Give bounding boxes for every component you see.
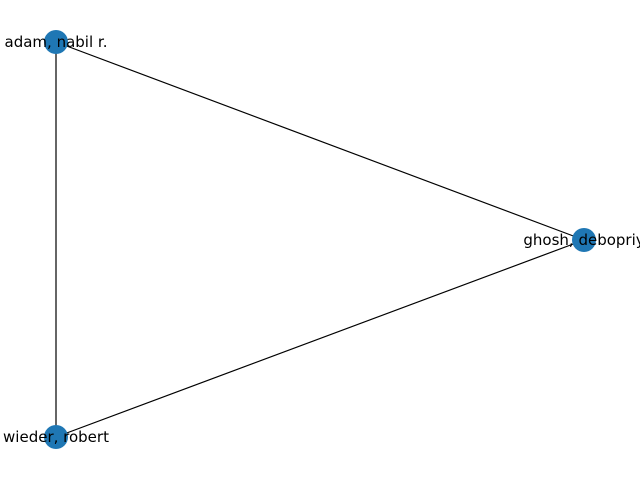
- node-wieder: wieder, robert: [3, 425, 109, 449]
- node-ghosh-marker: [572, 228, 596, 252]
- node-wieder-label: wieder, robert: [3, 428, 109, 446]
- node-ghosh-label: ghosh, debopriy: [523, 231, 640, 249]
- nodes-layer: adam, nabil r. ghosh, debopriy wieder, r…: [3, 30, 640, 449]
- node-wieder-marker: [44, 425, 68, 449]
- edges-layer: [55, 41, 585, 438]
- node-adam: adam, nabil r.: [5, 30, 108, 54]
- node-adam-label: adam, nabil r.: [5, 33, 108, 51]
- edge-ghosh-wieder: [55, 239, 585, 438]
- edge-adam-ghosh: [55, 41, 585, 241]
- node-ghosh: ghosh, debopriy: [523, 228, 640, 252]
- node-adam-marker: [44, 30, 68, 54]
